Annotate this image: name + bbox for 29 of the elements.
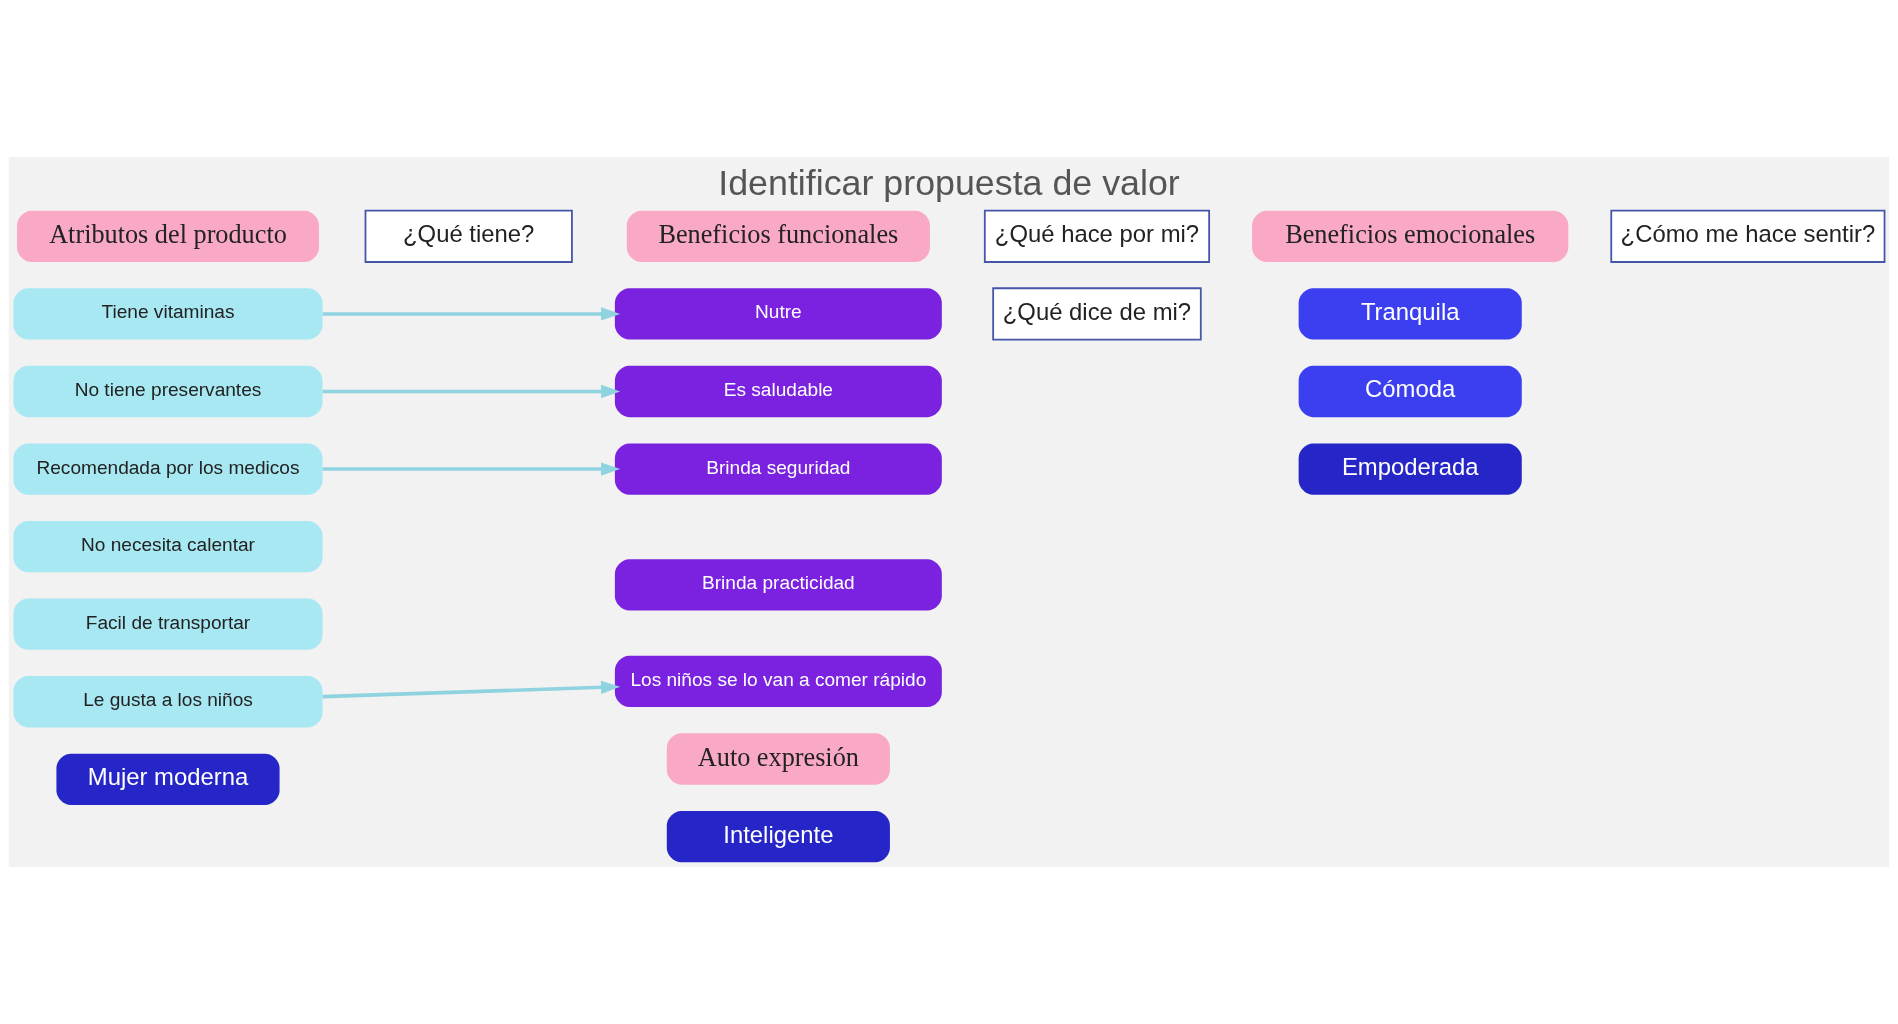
arrow: [322, 462, 621, 476]
arrow: [322, 384, 621, 399]
node-box: Empoderada: [1298, 443, 1522, 495]
diagram-title: Identificar propuesta de valor: [718, 163, 1180, 204]
node-box: ¿Qué dice de mi?: [992, 287, 1202, 341]
node-box: Auto expresión: [666, 733, 890, 785]
node-box: Le gusta a los niños: [13, 676, 323, 728]
node-box: Brinda practicidad: [614, 559, 942, 611]
node-box: Los niños se lo van a comer rápido: [614, 655, 942, 708]
arrow: [322, 680, 621, 699]
node-box: Tiene vitaminas: [13, 288, 323, 340]
node-box: ¿Qué hace por mi?: [983, 209, 1211, 263]
node-box: Tranquila: [1298, 288, 1522, 340]
node-box: Facil de transportar: [13, 598, 323, 650]
node-box: Mujer moderna: [56, 753, 280, 805]
node-box: Inteligente: [666, 810, 890, 863]
node-box: Beneficios funcionales: [626, 210, 930, 262]
node-box: Cómoda: [1298, 365, 1522, 418]
node-box: Atributos del producto: [17, 210, 319, 262]
node-box: ¿Qué tiene?: [364, 209, 573, 263]
node-box: Es saludable: [614, 365, 942, 418]
node-box: Nutre: [614, 288, 942, 340]
arrow: [322, 307, 621, 321]
node-box: Recomendada por los medicos: [13, 443, 323, 495]
node-box: ¿Cómo me hace sentir?: [1610, 209, 1886, 263]
node-box: Brinda seguridad: [614, 443, 942, 495]
node-box: Beneficios emocionales: [1252, 210, 1569, 262]
node-box: No tiene preservantes: [13, 365, 323, 418]
node-box: No necesita calentar: [13, 520, 323, 573]
